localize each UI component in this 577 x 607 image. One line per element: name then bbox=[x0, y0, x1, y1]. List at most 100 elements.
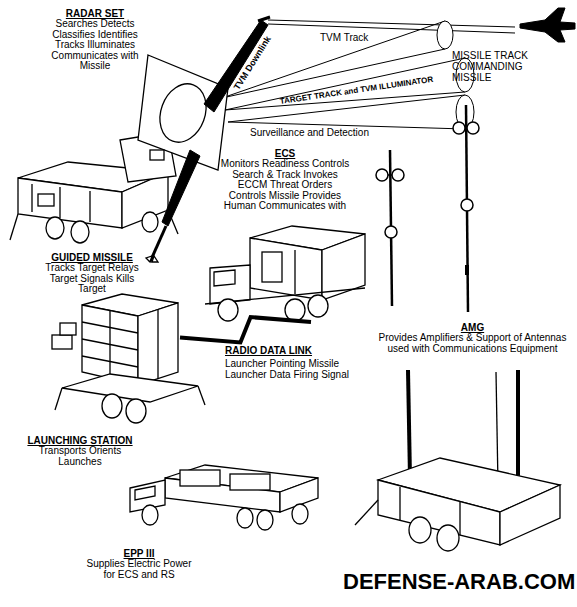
target-jet bbox=[520, 8, 575, 42]
radar-set-drawing bbox=[152, 77, 214, 148]
guided-missile-drawing bbox=[146, 256, 152, 262]
ecs-truck-drawing bbox=[218, 299, 238, 321]
epp-truck-drawing bbox=[230, 474, 270, 490]
launching-station-drawing bbox=[109, 310, 110, 379]
ecs-truck-drawing bbox=[308, 295, 328, 317]
radar-set-drawing bbox=[89, 191, 90, 222]
epp-truck-drawing bbox=[292, 504, 308, 524]
component-heading: GUIDED MISSILE bbox=[42, 252, 142, 263]
launching-station-drawing bbox=[138, 303, 178, 385]
amg-drawing bbox=[399, 487, 400, 520]
ecs-truck-drawing bbox=[285, 299, 305, 321]
beam-label: MISSILE TRACK COMMANDING MISSILE bbox=[452, 50, 542, 83]
amg-drawing bbox=[355, 500, 378, 525]
function-list: Searches Detects Classifies Identifies T… bbox=[48, 19, 143, 72]
antenna-masts bbox=[465, 265, 469, 275]
function-list: Transports Orients Launches bbox=[20, 446, 140, 467]
watermark: DEFENSE-ARAB.COM bbox=[343, 570, 575, 593]
antenna-masts bbox=[385, 226, 397, 238]
component-node: GUIDED MISSILETracks Target Relays Targe… bbox=[42, 252, 142, 296]
radar-set-drawing bbox=[31, 184, 32, 212]
ecs-truck-drawing bbox=[262, 252, 282, 282]
beam-cones bbox=[268, 24, 515, 33]
radar-set-drawing bbox=[10, 214, 18, 240]
beam-cones bbox=[268, 20, 515, 27]
ecs-truck-drawing bbox=[210, 265, 250, 304]
guided-missile-drawing bbox=[146, 226, 166, 262]
radar-beams bbox=[162, 150, 200, 226]
launching-station-drawing bbox=[55, 388, 62, 410]
radar-set-drawing bbox=[10, 55, 228, 243]
epp-truck-drawing bbox=[180, 470, 220, 486]
beam-cones bbox=[225, 58, 465, 110]
component-node: LAUNCHING STATIONTransports Orients Laun… bbox=[20, 282, 180, 467]
radar-set-drawing bbox=[138, 55, 228, 170]
radar-set-drawing bbox=[59, 187, 60, 218]
component-heading: AMG bbox=[370, 322, 575, 333]
function-list: Provides Amplifiers & Support of Antenna… bbox=[370, 333, 575, 354]
function-list: Supplies Electric Power for ECS and RS bbox=[80, 559, 198, 580]
antenna-masts bbox=[392, 169, 404, 181]
radar-set-drawing bbox=[46, 217, 64, 239]
radio-link-bolt bbox=[180, 317, 311, 342]
beam-cones bbox=[437, 21, 453, 49]
launching-station-drawing bbox=[198, 386, 205, 405]
amg-drawing bbox=[409, 517, 431, 543]
amg-drawing bbox=[355, 370, 560, 551]
target-jet bbox=[520, 8, 575, 42]
function-list: Monitors Readiness Controls Search & Tra… bbox=[220, 159, 350, 212]
launching-station-drawing bbox=[62, 374, 198, 402]
function-list: Tracks Target Relays Target Signals Kill… bbox=[42, 263, 142, 295]
antenna-masts bbox=[376, 169, 388, 181]
ecs-truck-drawing bbox=[214, 270, 235, 286]
epp-truck-drawing bbox=[142, 505, 158, 525]
radar-beams bbox=[258, 17, 270, 21]
amg-drawing bbox=[459, 502, 460, 535]
radar-beams bbox=[204, 20, 268, 112]
amg-drawing bbox=[496, 372, 498, 485]
link-function-list: Launcher Pointing Missile Launcher Data … bbox=[225, 358, 350, 380]
epp-truck-drawing bbox=[257, 510, 273, 530]
epp-truck-drawing bbox=[237, 508, 253, 528]
epp-truck-drawing bbox=[135, 486, 155, 500]
link-heading: RADIO DATA LINK bbox=[225, 345, 312, 356]
launching-station-drawing bbox=[102, 394, 122, 418]
antenna-masts bbox=[453, 122, 465, 134]
epp-truck-drawing bbox=[130, 465, 318, 530]
beam-label: Surveillance and Detection bbox=[250, 127, 369, 138]
guided-missile-drawing bbox=[152, 256, 158, 262]
radar-set-drawing bbox=[71, 221, 89, 243]
launching-station-drawing bbox=[52, 335, 72, 349]
component-node: ECSMonitors Readiness Controls Search & … bbox=[215, 148, 375, 322]
component-heading: ECS bbox=[220, 148, 350, 159]
beam-label: TVM Track bbox=[320, 32, 368, 43]
amg-drawing bbox=[500, 485, 560, 545]
antenna-masts bbox=[376, 105, 479, 312]
amg-drawing bbox=[408, 370, 410, 478]
radar-set-drawing bbox=[18, 178, 122, 228]
beam-cones bbox=[228, 95, 465, 122]
component-node: EPP IIISupplies Electric Power for ECS a… bbox=[80, 468, 250, 580]
antenna-masts bbox=[461, 199, 473, 211]
radar-set-drawing bbox=[142, 212, 158, 232]
launching-station-drawing bbox=[52, 294, 205, 423]
radar-set-drawing bbox=[150, 150, 164, 160]
ecs-truck-drawing bbox=[294, 250, 295, 294]
component-heading: EPP III bbox=[80, 548, 198, 559]
amg-drawing bbox=[437, 525, 459, 551]
launching-station-drawing bbox=[126, 399, 146, 423]
antenna-masts bbox=[467, 122, 479, 134]
launching-station-drawing bbox=[157, 309, 158, 379]
amg-drawing bbox=[516, 370, 520, 485]
component-node: RADAR SETSearches Detects Classifies Ide… bbox=[45, 8, 145, 108]
component-heading: LAUNCHING STATION bbox=[20, 435, 140, 446]
launching-station-drawing bbox=[82, 305, 138, 385]
component-node: AMGProvides Amplifiers & Support of Ante… bbox=[370, 322, 575, 368]
component-heading: RADAR SET bbox=[48, 8, 143, 19]
radar-set-drawing bbox=[38, 194, 54, 206]
ecs-truck-drawing bbox=[205, 226, 365, 321]
